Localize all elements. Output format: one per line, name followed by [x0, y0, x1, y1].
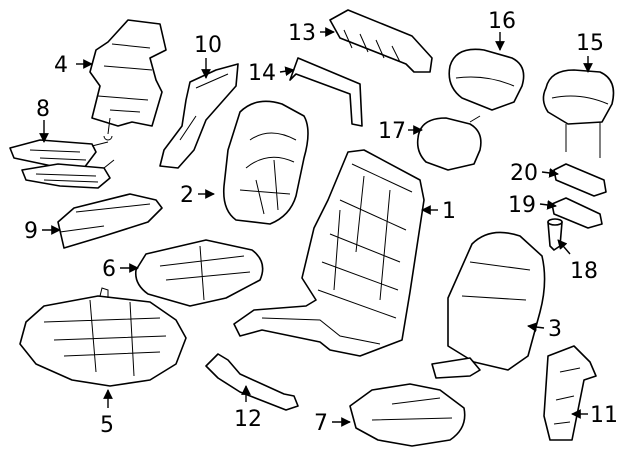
part-17-headrest-cushion[interactable]: [416, 115, 482, 171]
callout-16: 16: [488, 9, 516, 34]
callout-10: 10: [194, 33, 222, 58]
callout-17: 17: [378, 119, 406, 144]
leader-lines: [39, 27, 593, 427]
callout-6: 6: [102, 257, 116, 282]
callout-13: 13: [288, 21, 316, 46]
part-4-heater-mat[interactable]: [89, 19, 167, 141]
part-16-headrest-cover[interactable]: [448, 48, 525, 111]
part-19-bracket[interactable]: [551, 197, 603, 229]
callout-11: 11: [590, 403, 618, 428]
part-2-seatback-cushion[interactable]: [222, 100, 309, 225]
part-18-guide-sleeve[interactable]: [547, 218, 563, 251]
callout-12: 12: [234, 407, 262, 432]
callout-18: 18: [570, 259, 598, 284]
part-5-seat-base[interactable]: [19, 287, 187, 387]
part-13-rear-cover[interactable]: [329, 9, 433, 73]
callout-1: 1: [442, 199, 456, 224]
callout-9: 9: [24, 219, 38, 244]
callout-15: 15: [576, 31, 604, 56]
part-3-seatback-rear[interactable]: [431, 231, 546, 379]
part-15-headrest[interactable]: [542, 69, 615, 158]
callout-3: 3: [548, 317, 562, 342]
callout-8: 8: [36, 97, 50, 122]
callout-2: 2: [180, 183, 194, 208]
callout-5: 5: [100, 413, 114, 438]
part-9-cushion-pad[interactable]: [57, 193, 163, 249]
part-10-side-trim[interactable]: [159, 63, 239, 169]
part-11-side-trim[interactable]: [543, 345, 597, 441]
callout-19: 19: [508, 193, 536, 218]
part-6-seat-cushion[interactable]: [134, 239, 264, 307]
callout-7: 7: [314, 411, 328, 436]
part-1-seat-frame[interactable]: [233, 149, 425, 357]
part-14-panel-frame[interactable]: [289, 57, 363, 127]
part-12-bracket[interactable]: [205, 353, 299, 411]
callout-14: 14: [248, 61, 276, 86]
part-20-bracket[interactable]: [553, 163, 607, 197]
callout-4: 4: [54, 53, 68, 78]
callout-20: 20: [510, 161, 538, 186]
part-8-heater-elements[interactable]: [9, 139, 115, 189]
callout-labels: 1 2 3 4 5 6 7 8 9 10 11 12 13 14 15 16 1…: [24, 9, 618, 438]
part-7-cushion-pad[interactable]: [349, 383, 466, 447]
